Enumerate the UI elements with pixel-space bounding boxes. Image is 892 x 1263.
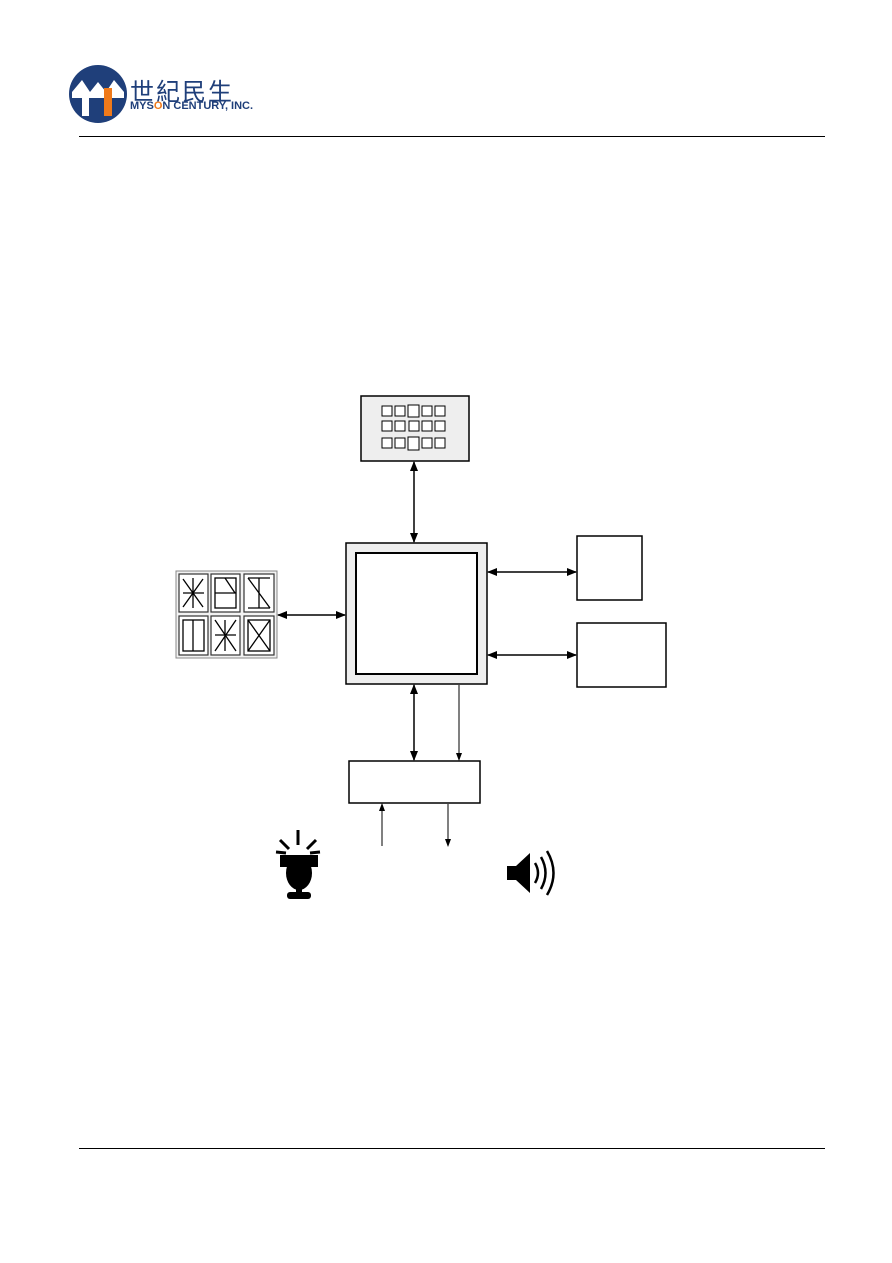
company-logo: 世紀民生 MYSON CENTURY, INC. bbox=[68, 62, 273, 126]
logo-chinese-name: 世紀民生 bbox=[130, 78, 234, 106]
microphone-icon bbox=[275, 830, 321, 899]
peripheral-box-1 bbox=[576, 535, 643, 601]
speaker-icon bbox=[507, 850, 555, 896]
lcd-display-icon bbox=[175, 570, 278, 659]
peripheral-box-2 bbox=[576, 622, 667, 688]
footer-rule bbox=[79, 1148, 825, 1149]
codec-box bbox=[348, 760, 481, 804]
header-rule bbox=[79, 136, 825, 137]
mcu-chip bbox=[345, 542, 488, 685]
logo-english-name: MYSON CENTURY, INC. bbox=[130, 100, 254, 112]
keypad-icon bbox=[360, 395, 470, 462]
logo-mark-icon bbox=[69, 65, 127, 123]
